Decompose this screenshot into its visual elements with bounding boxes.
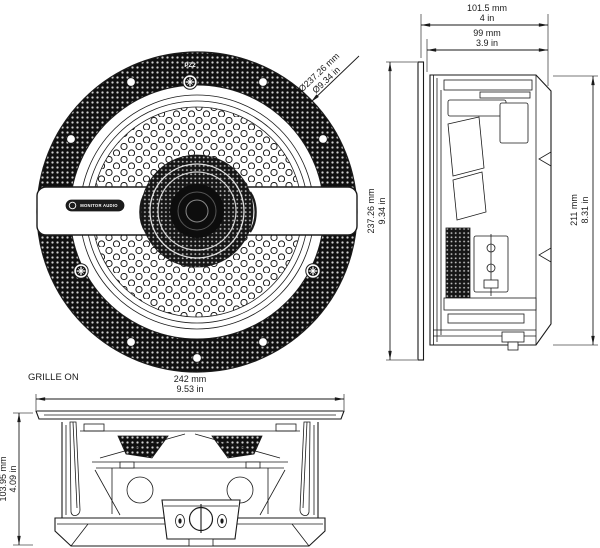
recess-depth-dimension: 99 mm 3.9 in xyxy=(426,28,548,72)
side-internal-detail xyxy=(433,75,537,351)
recess-depth-mm: 99 mm xyxy=(473,28,501,38)
bottom-view-label: GRILLE ON xyxy=(28,372,79,383)
grille-width-mm: 242 mm xyxy=(174,374,207,384)
overall-diameter-dimension: 237.26 mm 9.34 in xyxy=(366,61,417,361)
height-in: 4.09 in xyxy=(8,465,18,492)
overall-diameter-in: 9.34 in xyxy=(377,197,387,224)
grille-width-dimension: 242 mm 9.53 in xyxy=(35,374,345,410)
overall-depth-mm: 101.5 mm xyxy=(467,3,507,13)
overall-depth-in: 4 in xyxy=(480,13,495,23)
bottom-body-detail xyxy=(54,421,326,547)
right-bracket-arc xyxy=(249,191,257,233)
overall-diameter-mm: 237.26 mm xyxy=(366,188,376,233)
height-mm: 103.95 mm xyxy=(0,456,8,501)
body-diameter-mm: 211 mm xyxy=(569,194,579,226)
mounting-holes xyxy=(66,77,328,363)
recess-depth-in: 3.9 in xyxy=(476,38,498,48)
terminal-box xyxy=(161,499,241,547)
fixing-screws xyxy=(73,74,321,279)
brand-logo-text: MONITOR AUDIO xyxy=(80,203,118,208)
screw-type-label: PZ2 xyxy=(184,62,196,69)
side-view: 101.5 mm 4 in 99 mm 3.9 in 237.26 mm 9.3… xyxy=(366,3,598,361)
tweeter-mesh xyxy=(140,154,254,268)
brand-logo: MONITOR AUDIO xyxy=(65,199,125,212)
flange-plate xyxy=(417,61,425,361)
height-dimension: 103.95 mm 4.09 in xyxy=(0,412,33,546)
overall-depth-dimension: 101.5 mm 4 in xyxy=(420,3,549,86)
grille-width-in: 9.53 in xyxy=(176,384,203,394)
front-view: PZ2 MONITOR AUDIO Ø237.26 mm Ø9.34 in xyxy=(36,51,360,373)
body-diameter-dimension: 211 mm 8.31 in xyxy=(553,75,598,346)
body-diameter-in: 8.31 in xyxy=(580,196,590,223)
bottom-view: GRILLE ON 242 mm 9.53 in 103.95 mm 4.09 … xyxy=(0,372,345,547)
